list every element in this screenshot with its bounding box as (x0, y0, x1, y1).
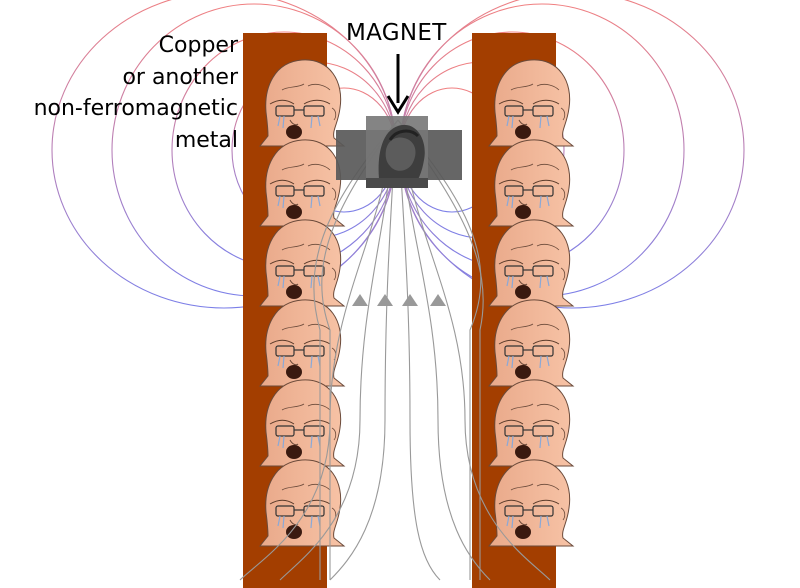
field-line (397, 119, 482, 580)
magnet-label: MAGNET (346, 20, 447, 46)
field-line (313, 119, 399, 580)
metal-label-line2: or another (122, 64, 238, 90)
chad-face-icon (366, 116, 428, 188)
field-direction-markers (352, 294, 446, 306)
up-triangle-icon (352, 294, 368, 306)
up-triangle-icon (377, 294, 393, 306)
up-triangle-icon (402, 294, 418, 306)
field-line (279, 124, 395, 581)
field-line (321, 119, 399, 580)
up-triangle-icon (430, 294, 446, 306)
field-line (399, 124, 491, 581)
field-line (397, 119, 484, 580)
metal-label-line3: non-ferromagnetic (33, 96, 238, 121)
metal-label-line4: metal (174, 127, 238, 153)
field-lines (239, 119, 551, 581)
metal-label-line1: Copper (158, 33, 238, 58)
metal-label: Copper or another non-ferromagnetic meta… (34, 30, 238, 156)
field-line (401, 124, 551, 581)
down-arrow-icon (386, 54, 410, 115)
field-line (397, 124, 441, 581)
magnet (336, 116, 462, 188)
field-line (329, 124, 397, 581)
